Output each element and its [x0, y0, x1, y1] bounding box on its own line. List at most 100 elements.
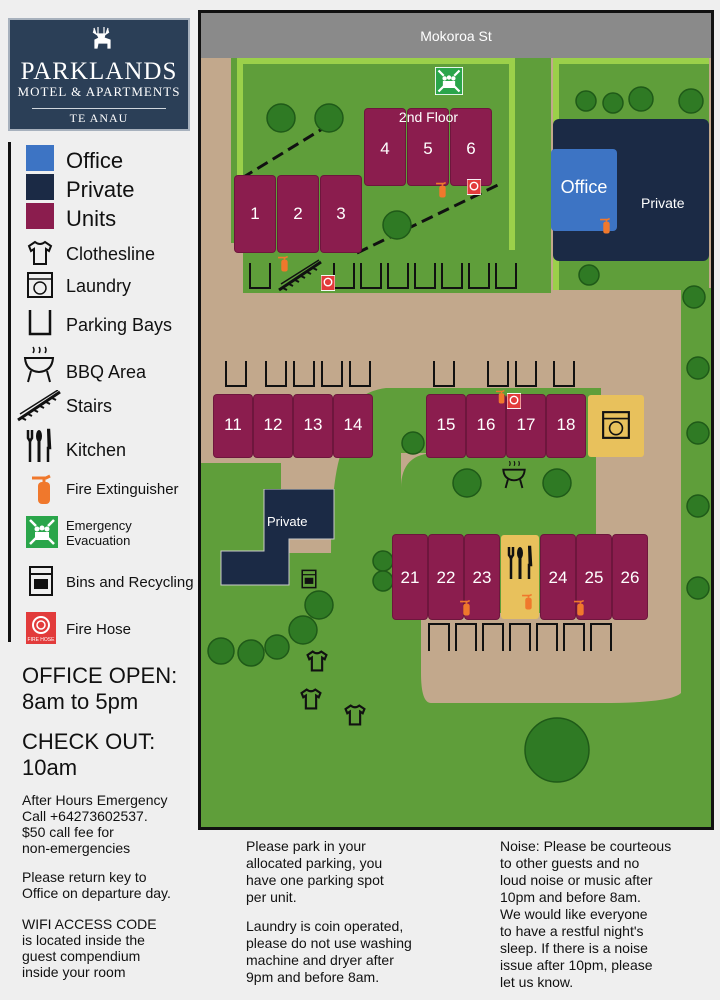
- logo-subtitle: MOTEL & APARTMENTS: [17, 84, 181, 99]
- fire-hose-icon: FIRE HOSE: [26, 612, 56, 644]
- text-line: After Hours Emergency: [22, 792, 168, 808]
- unit-26: 26: [613, 535, 647, 619]
- unit-number: 11: [224, 415, 242, 434]
- bbq-icon: [23, 346, 55, 383]
- legend-bins: Bins and Recycling: [0, 565, 195, 599]
- unit-number: 12: [263, 415, 283, 434]
- legend-bracket: [8, 142, 11, 642]
- street-label: Mokoroa St: [420, 28, 492, 44]
- legend-laundry: Laundry: [0, 271, 195, 301]
- tree-icon: [237, 639, 265, 667]
- fire-hose-icon-text: FIRE HOSE: [28, 637, 56, 643]
- tree-icon: [372, 550, 394, 572]
- legend-label: BBQ Area: [66, 362, 147, 382]
- legend-emergency: Emergency Evacuation: [0, 516, 195, 552]
- text-line: 9pm and before 8am.: [246, 969, 380, 985]
- parking-bay: [553, 361, 575, 387]
- tree-icon: [682, 285, 706, 309]
- stairs-icon: [17, 390, 61, 422]
- unit-15: 15: [427, 395, 465, 457]
- parking-bay: [349, 361, 371, 387]
- kitchen-room: [501, 535, 539, 619]
- unit-12: 12: [254, 395, 292, 457]
- office-building: [551, 149, 617, 231]
- parking-bay: [515, 361, 537, 387]
- parking-bay: [321, 361, 343, 387]
- stairs-icon: [278, 259, 322, 292]
- legend-fire-extinguisher: Fire Extinguisher: [0, 474, 195, 504]
- unit-number: 23: [472, 568, 492, 587]
- unit-14: 14: [334, 395, 372, 457]
- legend-kitchen: Kitchen: [0, 428, 195, 466]
- unit-2: 2: [278, 176, 318, 252]
- unit-11: 11: [214, 395, 252, 457]
- legend-label: Parking Bays: [66, 315, 173, 335]
- kitchen-icon: [507, 545, 533, 579]
- parking-bay: [487, 361, 509, 387]
- clothesline-icon: [27, 240, 53, 265]
- parking-bay: [482, 623, 504, 651]
- motel-logo: PARKLANDS MOTEL & APARTMENTS TE ANAU: [8, 18, 190, 131]
- unit-4: 4: [365, 109, 405, 185]
- bbq-icon: [502, 460, 526, 489]
- text-line: machine and dryer after: [246, 952, 394, 968]
- tree-icon: [686, 421, 710, 445]
- legend-label: Office: [66, 148, 124, 173]
- tree-icon: [686, 356, 710, 380]
- checkout-title: CHECK OUT:: [22, 729, 156, 754]
- bins-icon: [301, 569, 317, 589]
- parking-bay: [360, 263, 382, 289]
- unit-22: 22: [429, 535, 463, 619]
- unit-18: 18: [547, 395, 585, 457]
- tree-icon: [288, 615, 318, 645]
- parking-bay: [387, 263, 409, 289]
- legend-label: Bins and Recycling: [66, 574, 194, 591]
- text-line: per unit.: [246, 889, 297, 905]
- private-label: Private: [641, 195, 685, 211]
- office-label: Office: [560, 177, 608, 197]
- noise-note: Noise: Please be courteous to other gues…: [500, 838, 671, 991]
- legend-private: Private: [0, 174, 195, 204]
- tree-icon: [207, 637, 235, 665]
- parking-bay: [433, 361, 455, 387]
- text-line: have one parking spot: [246, 872, 384, 888]
- unit-number: 3: [336, 204, 346, 223]
- clothesline-icon: [306, 650, 328, 672]
- legend-units: Units: [0, 203, 195, 233]
- wifi-info: WIFI ACCESS CODE is located inside the g…: [22, 916, 157, 980]
- tree-icon: [304, 590, 334, 620]
- text-line: WIFI ACCESS CODE: [22, 916, 157, 932]
- unit-number: 16: [476, 415, 496, 434]
- parking-bay: [495, 263, 517, 289]
- unit-16: 16: [467, 395, 505, 457]
- legend-clothesline: Clothesline: [0, 240, 195, 270]
- legend-stairs: Stairs: [0, 390, 195, 422]
- unit-number: 1: [250, 204, 260, 223]
- tree-icon: [686, 576, 710, 600]
- parking-bay: [249, 263, 271, 289]
- unit-number: 14: [343, 415, 363, 434]
- text-line: We would like everyone: [500, 906, 648, 922]
- legend-label: Private: [66, 177, 135, 202]
- office-swatch: [26, 145, 54, 171]
- parking-bay: [536, 623, 558, 651]
- fire-extinguisher-icon: [495, 389, 505, 404]
- tree-icon: [686, 494, 710, 518]
- parking-bay: [428, 623, 450, 651]
- site-map: Mokoroa St: [198, 10, 714, 830]
- unit-21: 21: [393, 535, 427, 619]
- legend-parking: Parking Bays: [0, 308, 195, 338]
- emergency-evacuation-icon: [435, 67, 463, 95]
- tree-icon: [372, 570, 394, 592]
- legend-label: Clothesline: [66, 244, 156, 264]
- legend-label: Units: [66, 206, 117, 231]
- tree-icon: [452, 468, 482, 498]
- logo-name: PARKLANDS: [20, 58, 178, 85]
- private-area-middle: [220, 489, 335, 586]
- unit-5: 5: [408, 109, 448, 185]
- clothesline-icon: [344, 704, 366, 726]
- fire-extinguisher-icon: [278, 255, 289, 272]
- parking-bay: [333, 263, 355, 289]
- emergency-info: After Hours Emergency Call +64273602537.…: [22, 792, 168, 856]
- tree-icon: [314, 103, 344, 133]
